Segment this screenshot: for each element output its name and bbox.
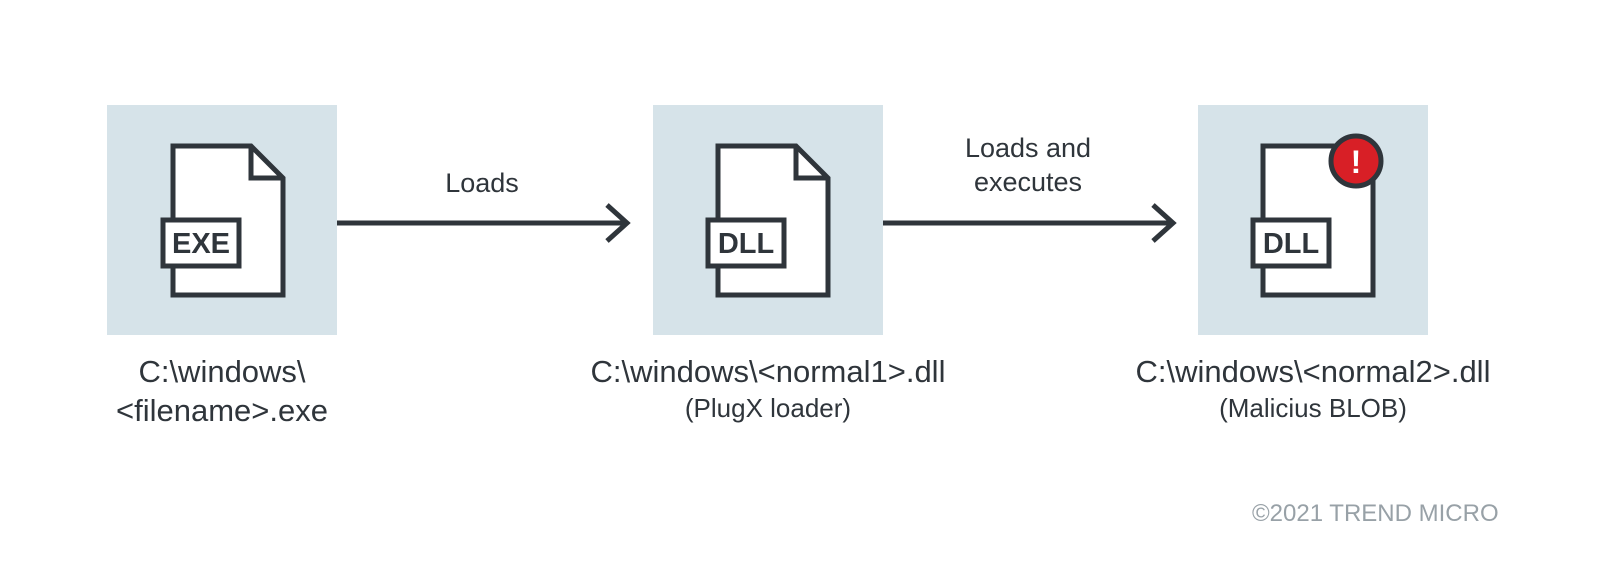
- edge-label-loads: Loads: [412, 166, 552, 200]
- arrow-right-icon: [337, 203, 631, 243]
- arrow-right-icon: [883, 203, 1177, 243]
- file-exe-icon: EXE: [160, 143, 286, 298]
- node-blob-dll: DLL !: [1198, 105, 1428, 335]
- node-loader-caption: C:\windows\<normal1>.dll (PlugX loader): [553, 353, 983, 424]
- file-badge-label: DLL: [1263, 228, 1319, 260]
- edge-label-line: Loads: [445, 168, 519, 198]
- edge-label-loads-executes: Loads and executes: [933, 131, 1123, 199]
- edge-label-line: executes: [973, 167, 1083, 197]
- edge-label-line: Loads and: [964, 133, 1092, 163]
- node-exe: EXE: [107, 105, 337, 335]
- copyright-text: ©2021 TREND MICRO: [1252, 500, 1499, 527]
- node-exe-caption: C:\windows\ <filename>.exe: [62, 353, 382, 431]
- node-note: (Malicius BLOB): [1219, 392, 1407, 423]
- node-loader-dll: DLL: [653, 105, 883, 335]
- node-note: (PlugX loader): [684, 392, 852, 423]
- file-badge-label: DLL: [718, 228, 774, 260]
- node-path-line: C:\windows\: [138, 354, 306, 389]
- node-path-line: C:\windows\<normal2>.dll: [1135, 354, 1491, 389]
- node-path-line: <filename>.exe: [116, 392, 328, 428]
- file-badge-label: EXE: [172, 228, 230, 260]
- file-dll-icon: DLL: [705, 143, 831, 298]
- alert-icon: !: [1328, 133, 1384, 189]
- node-path-line: C:\windows\<normal1>.dll: [590, 354, 946, 389]
- alert-mark: !: [1351, 144, 1362, 180]
- node-blob-caption: C:\windows\<normal2>.dll (Malicius BLOB): [1098, 353, 1528, 424]
